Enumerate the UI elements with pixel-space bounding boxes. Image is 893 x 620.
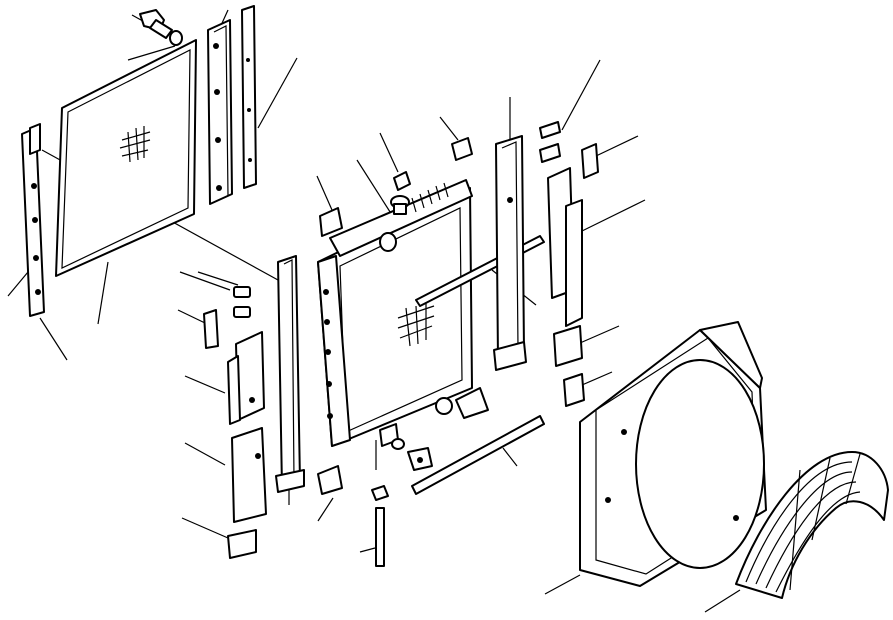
left-upright-support: [275, 255, 305, 493]
screen-mesh-symbol: [119, 126, 151, 163]
wing-bolt-top: [139, 9, 183, 46]
radiator-core: [317, 179, 473, 447]
fan-guard: [735, 451, 889, 599]
radiator-cap: [390, 171, 411, 215]
inlet-screen: [55, 39, 197, 277]
core-mesh-symbol: [397, 302, 435, 347]
left-side-bracket: [207, 19, 233, 205]
rubber-mounts-top: [319, 137, 473, 237]
drain-cock: [391, 438, 433, 471]
left-screen-frame: [21, 123, 45, 317]
seal-blocks-right: [317, 325, 585, 495]
drain-pipe: [375, 507, 385, 567]
lower-tie-rod: [411, 415, 545, 495]
bracket-strip: [241, 5, 257, 189]
seal-blocks-left: [227, 331, 267, 559]
drain-bolt: [371, 485, 389, 501]
right-upright-support: [493, 135, 527, 371]
rubber-mounts-left: [203, 286, 251, 349]
fan-shroud: [579, 321, 767, 587]
right-side-bracket: [539, 121, 599, 327]
